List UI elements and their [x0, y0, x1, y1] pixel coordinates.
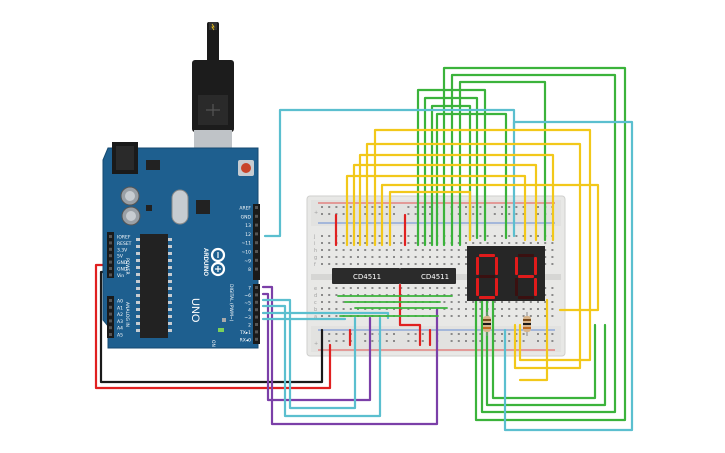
brand-label: ARDUINO — [202, 248, 208, 276]
arduino-infinity-logo-icon — [210, 247, 226, 277]
wire-purple[interactable] — [261, 285, 439, 426]
wire-yellow[interactable] — [365, 142, 582, 370]
analog-header[interactable] — [107, 296, 114, 338]
header-pin-label: 8 — [248, 267, 251, 273]
segment-a — [518, 254, 534, 257]
header-pin-label: TX▸1 — [239, 330, 251, 336]
wire-yellow[interactable] — [352, 163, 538, 247]
header-pin-label: 7 — [248, 286, 251, 292]
arduino-uno-board[interactable]: ARDUINO UNO ON POWER ANALOG IN DIGITAL (… — [102, 22, 260, 349]
header-pin-label: 4 — [248, 308, 251, 314]
wire-purple[interactable] — [261, 292, 372, 402]
breadboard-row-label: c — [314, 300, 317, 306]
wire-yellow[interactable] — [345, 174, 527, 247]
analog-header-title: ANALOG IN — [124, 302, 130, 327]
breadboard-row-label: b — [314, 307, 317, 313]
header-pin-label: Vin — [117, 273, 124, 279]
header-pin-label: ~11 — [242, 241, 252, 247]
segment-c — [534, 278, 537, 296]
resistor-1[interactable] — [483, 312, 491, 336]
breadboard-row-label: f — [314, 262, 316, 268]
wire-cyan[interactable] — [263, 108, 516, 238]
wire-green[interactable] — [485, 298, 607, 407]
header-pin-label: RESET — [117, 241, 132, 247]
header-pin-label: A0 — [117, 299, 123, 305]
header-pin-label: A2 — [117, 312, 123, 318]
header-pin-label: 5V — [117, 254, 124, 260]
chip-cd4511-2[interactable]: CD4511 — [400, 268, 456, 284]
header-pin-label: AREF — [239, 206, 251, 212]
segment-e — [476, 278, 479, 296]
header-pin-label: ~9 — [244, 258, 251, 264]
wire-red[interactable] — [94, 263, 332, 390]
segment-f — [515, 257, 518, 275]
chip-label: CD4511 — [353, 273, 381, 281]
header-pin-label: IOREF — [117, 235, 131, 241]
wire-green[interactable] — [458, 80, 547, 247]
seven-segment-display-1[interactable] — [467, 246, 506, 301]
header-pin-label: GND — [117, 267, 128, 273]
segment-b — [495, 257, 498, 275]
wire-green[interactable] — [450, 73, 617, 414]
header-pin-label: 13 — [245, 223, 251, 229]
header-pin-label: 12 — [245, 232, 251, 238]
segment-a — [479, 254, 495, 257]
breadboard-row-label: a — [314, 314, 317, 320]
header-pin-label: ~10 — [242, 250, 252, 256]
resistor-2[interactable] — [523, 312, 531, 336]
breadboard-row-label: g — [314, 255, 317, 261]
segment-f — [476, 257, 479, 275]
chip-cd4511-1[interactable]: CD4511 — [332, 268, 400, 284]
power-header-title: POWER — [124, 258, 130, 275]
breadboard-row-label: e — [314, 286, 317, 292]
display-digit-value: 0 — [0, 0, 1, 1]
model-label: UNO — [189, 298, 201, 323]
breadboard-row-label: d — [314, 293, 317, 299]
header-pin-label: A3 — [117, 319, 123, 325]
rail-plus-label-bottom: + — [314, 341, 318, 347]
wire-yellow[interactable] — [373, 128, 592, 362]
header-pin-label: GND — [117, 260, 128, 266]
on-label: ON — [210, 340, 216, 347]
header-pin-label: ~5 — [244, 300, 251, 306]
wire-green[interactable] — [423, 96, 479, 247]
segment-c — [495, 278, 498, 296]
wire-yellow[interactable] — [388, 190, 472, 247]
wire-yellow[interactable] — [358, 153, 555, 247]
wire-cyan[interactable] — [261, 304, 382, 418]
wire-yellow[interactable] — [518, 298, 549, 382]
header-pin-label: 2 — [248, 323, 251, 329]
segment-e — [515, 278, 518, 296]
digital-header-title: DIGITAL (PWM~) — [228, 284, 234, 322]
breadboard-row-label: h — [314, 248, 317, 254]
rail-plus-label: + — [314, 210, 318, 216]
header-pin-label: A1 — [117, 305, 123, 311]
reset-button-icon[interactable] — [238, 160, 254, 176]
breadboard-row-label: j — [313, 234, 315, 240]
breadboard-row-label: i — [314, 241, 315, 247]
header-pin-label: ~3 — [244, 315, 251, 321]
wire-cyan[interactable] — [503, 120, 634, 432]
segment-d — [518, 296, 534, 299]
digital-header-bottom[interactable] — [253, 284, 260, 344]
wire-yellow[interactable] — [380, 183, 600, 312]
header-pin-label: A5 — [117, 333, 123, 339]
header-pin-label: A4 — [117, 326, 123, 332]
wire-green[interactable] — [491, 298, 597, 400]
wire-red[interactable] — [398, 283, 422, 347]
chip-label: CD4511 — [421, 273, 449, 281]
segment-b — [534, 257, 537, 275]
display-digit-value: 4 — [0, 0, 1, 1]
segment-d — [479, 296, 495, 299]
segment-g — [518, 275, 534, 278]
header-pin-label: RX◂0 — [240, 337, 251, 343]
seven-segment-display-2[interactable] — [506, 246, 545, 301]
header-pin-label: GND — [241, 214, 252, 220]
header-pin-label: 3.3V — [117, 247, 128, 253]
header-pin-label: ~6 — [244, 293, 251, 299]
segment-g — [479, 275, 495, 278]
wire-cyan[interactable] — [261, 298, 357, 410]
